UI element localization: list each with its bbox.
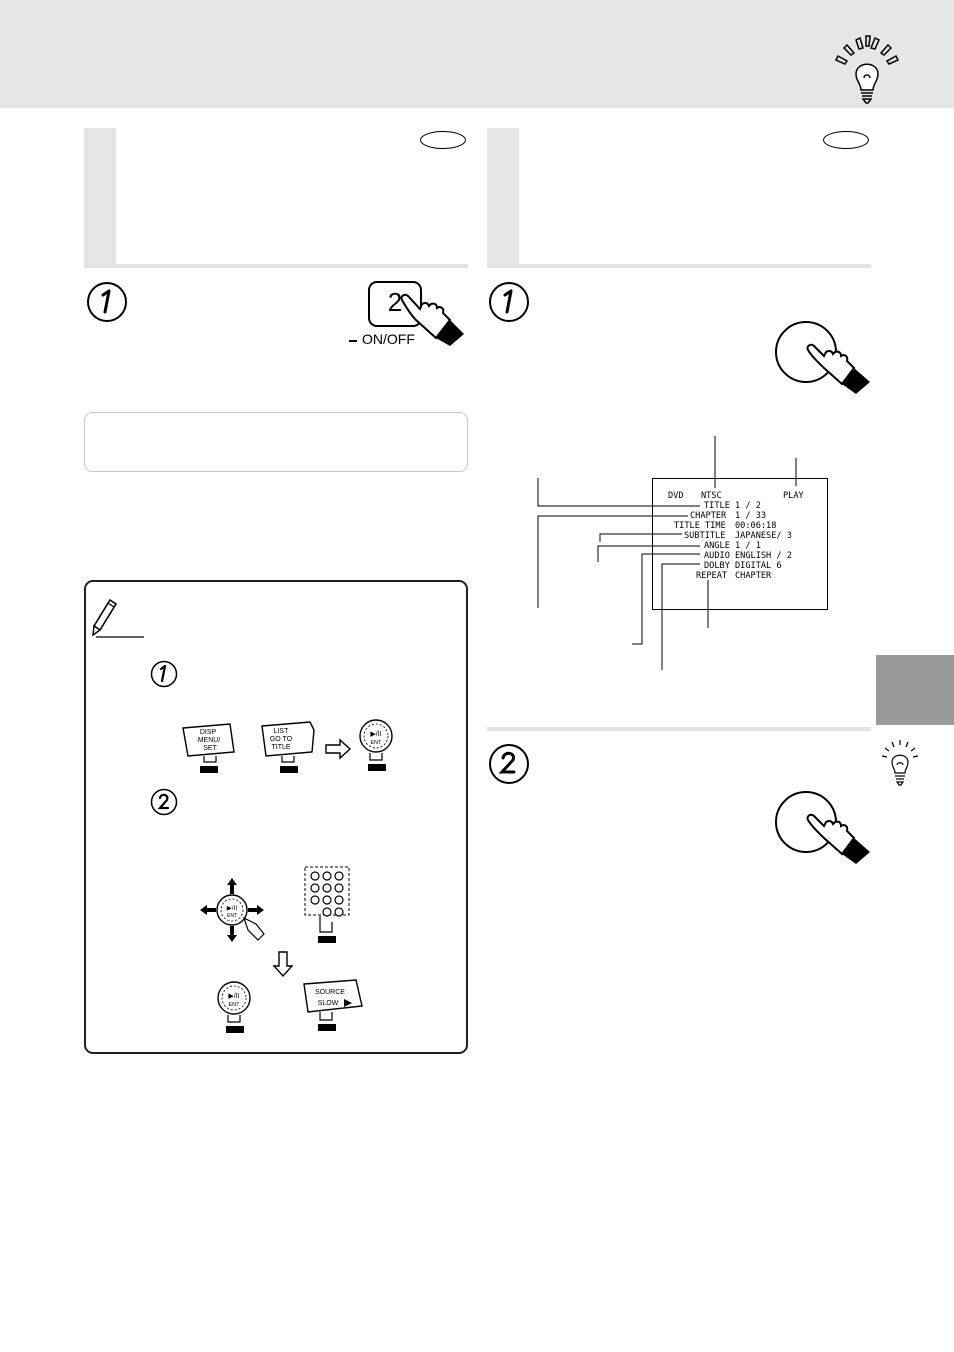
side-tab	[876, 655, 954, 725]
region-badge-right	[823, 131, 869, 149]
cursor-pad[interactable]: ▶/II ENT	[198, 876, 270, 944]
osd-chapter-value: 1 / 33	[735, 511, 767, 521]
osd-title-value: 1 / 2	[735, 501, 761, 511]
dash-mark	[349, 340, 357, 342]
note-box	[84, 412, 468, 472]
play-pause-enter-button-2[interactable]: ▶/II ENT	[214, 980, 254, 1038]
substep-2-icon	[150, 788, 178, 816]
osd-titletime-label: TITLE TIME	[674, 521, 726, 531]
set-label: SET	[203, 745, 217, 752]
disp-menu-set-button[interactable]: DISP MENU/ SET	[180, 722, 238, 776]
list-goto-title-button[interactable]: LIST GO TO TITLE	[258, 720, 320, 776]
lightbulb-small-icon	[881, 740, 919, 786]
menu-label: MENU/	[198, 737, 221, 744]
slow-label: SLOW	[318, 1000, 339, 1007]
region-badge-left	[420, 131, 466, 149]
step-1-right-icon	[489, 282, 529, 322]
number-key-label: 2	[387, 287, 403, 317]
section-rule-right	[487, 264, 871, 268]
step-2-icon	[489, 744, 529, 784]
ent-label: ENT	[371, 740, 383, 746]
osd-subtitle-label: SUBTITLE	[684, 531, 726, 541]
osd-dolby-value: DIGITAL 6	[735, 561, 782, 571]
osd-dolby-label: DOLBY	[704, 561, 730, 571]
source-slow-button[interactable]: SOURCE SLOW	[300, 978, 366, 1038]
osd-repeat-value: CHAPTER	[735, 571, 772, 581]
pad-ent-symbol: ▶/II	[227, 905, 238, 912]
osd-audio-value: ENGLISH / 2	[735, 551, 792, 561]
pad-ent-label: ENT	[227, 913, 237, 919]
ent2-label: ENT	[229, 1002, 241, 1008]
ent2-symbol: ▶/II	[228, 993, 239, 1000]
list-label: LIST	[274, 728, 290, 735]
header-band	[0, 0, 954, 108]
lightbulb-icon	[834, 35, 900, 104]
title-label: TITLE	[271, 744, 290, 751]
on-off-caption: ON/OFF	[362, 331, 415, 347]
osd-header-left: DVD	[668, 491, 684, 501]
tip-box	[84, 580, 468, 1054]
osd-header-mid: NTSC	[701, 491, 722, 501]
section-rule-left	[84, 264, 468, 268]
osd-audio-label: AUDIO	[704, 551, 730, 561]
osd-subtitle-value: JAPANESE/ 3	[735, 531, 792, 541]
osd-angle-value: 1 / 1	[735, 541, 761, 551]
round-remote-button-2[interactable]	[770, 790, 874, 864]
section-panel-right	[487, 128, 519, 266]
pointing-hand-icon	[400, 293, 464, 346]
numeric-keypad[interactable]	[304, 866, 352, 946]
goto-label: GO TO	[270, 736, 293, 743]
play-pause-enter-button[interactable]: ▶/II ENT	[356, 718, 396, 776]
osd-title-label: TITLE	[704, 501, 730, 511]
hollow-arrow-icon	[325, 738, 352, 760]
osd-titletime-value: 00:06:18	[735, 521, 777, 531]
osd-chapter-label: CHAPTER	[690, 511, 727, 521]
source-label: SOURCE	[315, 989, 345, 996]
on-screen-display	[652, 478, 828, 610]
disp-label: DISP	[200, 729, 217, 736]
osd-repeat-label: REPEAT	[696, 571, 728, 581]
osd-header-right: PLAY	[783, 491, 804, 501]
round-remote-button[interactable]	[770, 320, 874, 394]
osd-callout-lines	[537, 436, 797, 670]
substep-1-icon	[150, 660, 178, 688]
section-panel-left	[84, 128, 116, 266]
osd-angle-label: ANGLE	[704, 541, 730, 551]
step-1-icon	[87, 282, 127, 322]
hollow-arrow-down-icon	[272, 951, 294, 978]
section-rule-step2	[487, 727, 871, 731]
pencil-icon	[92, 598, 144, 638]
ent-symbol: ▶/II	[370, 731, 381, 738]
